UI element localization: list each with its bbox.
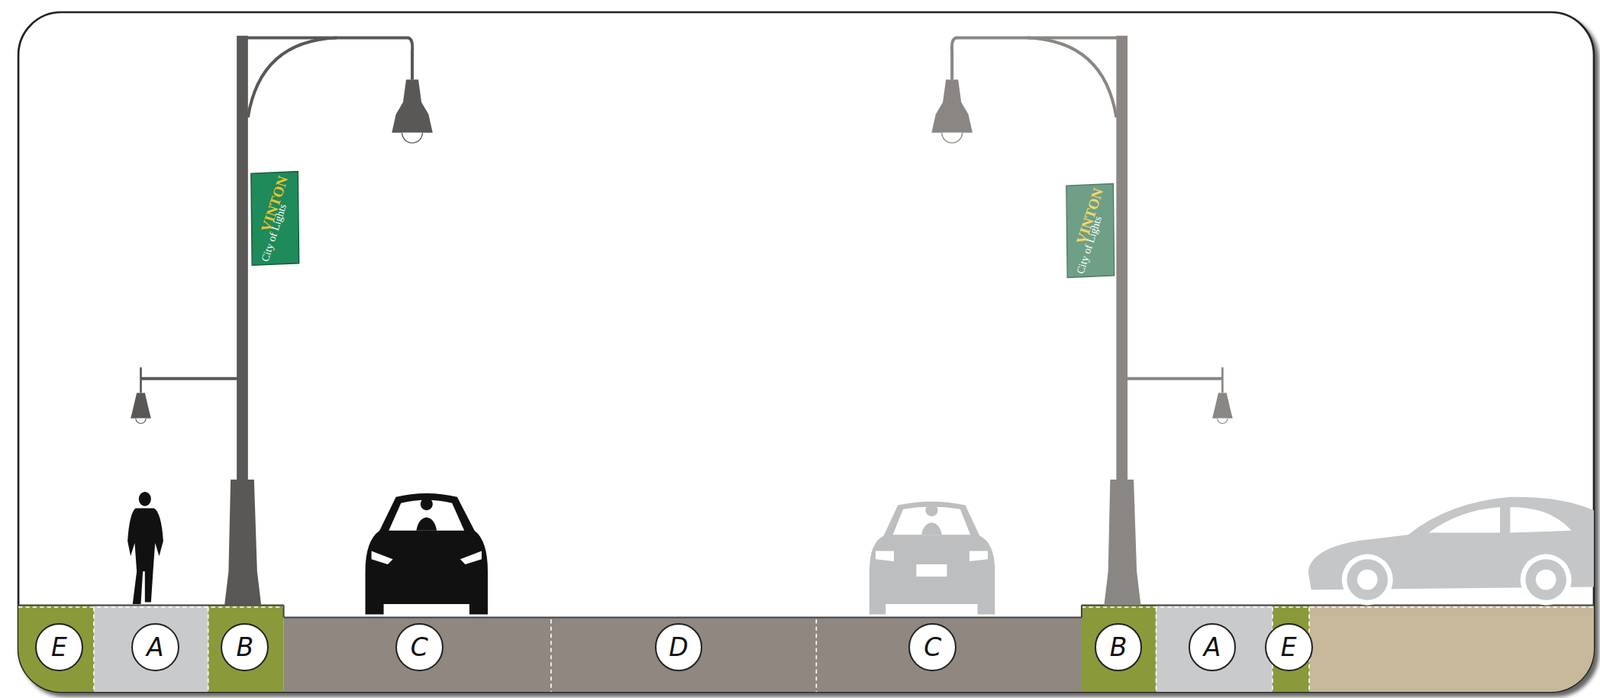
- planting-strip: [208, 604, 284, 692]
- pedestrian: [127, 491, 164, 604]
- callout-circle: A: [131, 622, 180, 671]
- roadway: [283, 616, 1082, 692]
- car-rear: [869, 501, 995, 615]
- callout-letter: C: [923, 634, 942, 660]
- callout-circle: E: [1264, 622, 1313, 671]
- frame: [18, 12, 1594, 692]
- callout-circle: B: [220, 622, 269, 671]
- callout-circle: C: [395, 622, 444, 671]
- callout-circle: D: [654, 622, 704, 671]
- callout-letter: A: [1203, 634, 1222, 660]
- parking-lot: [1309, 604, 1594, 692]
- planting-strip: [1081, 604, 1157, 692]
- callout-letter: B: [235, 634, 254, 660]
- car-front: [365, 493, 488, 614]
- callout-letter: D: [668, 634, 688, 660]
- street-light: [931, 35, 1233, 606]
- callout-letter: B: [1109, 634, 1128, 660]
- callout-letter: A: [146, 634, 165, 660]
- callout-letter: E: [1280, 634, 1297, 660]
- sidewalk: [93, 604, 209, 692]
- callout-circle: B: [1094, 622, 1143, 671]
- dividers: [18, 606, 1594, 692]
- callout-circle: A: [1188, 622, 1237, 671]
- callout-circle: E: [35, 622, 84, 671]
- callout-circle: C: [908, 622, 957, 671]
- planting-strip: [18, 604, 94, 692]
- sidewalk: [1156, 604, 1273, 692]
- parked-car: [1308, 496, 1594, 606]
- callout-letter: E: [51, 634, 68, 660]
- callout-letter: C: [410, 634, 429, 660]
